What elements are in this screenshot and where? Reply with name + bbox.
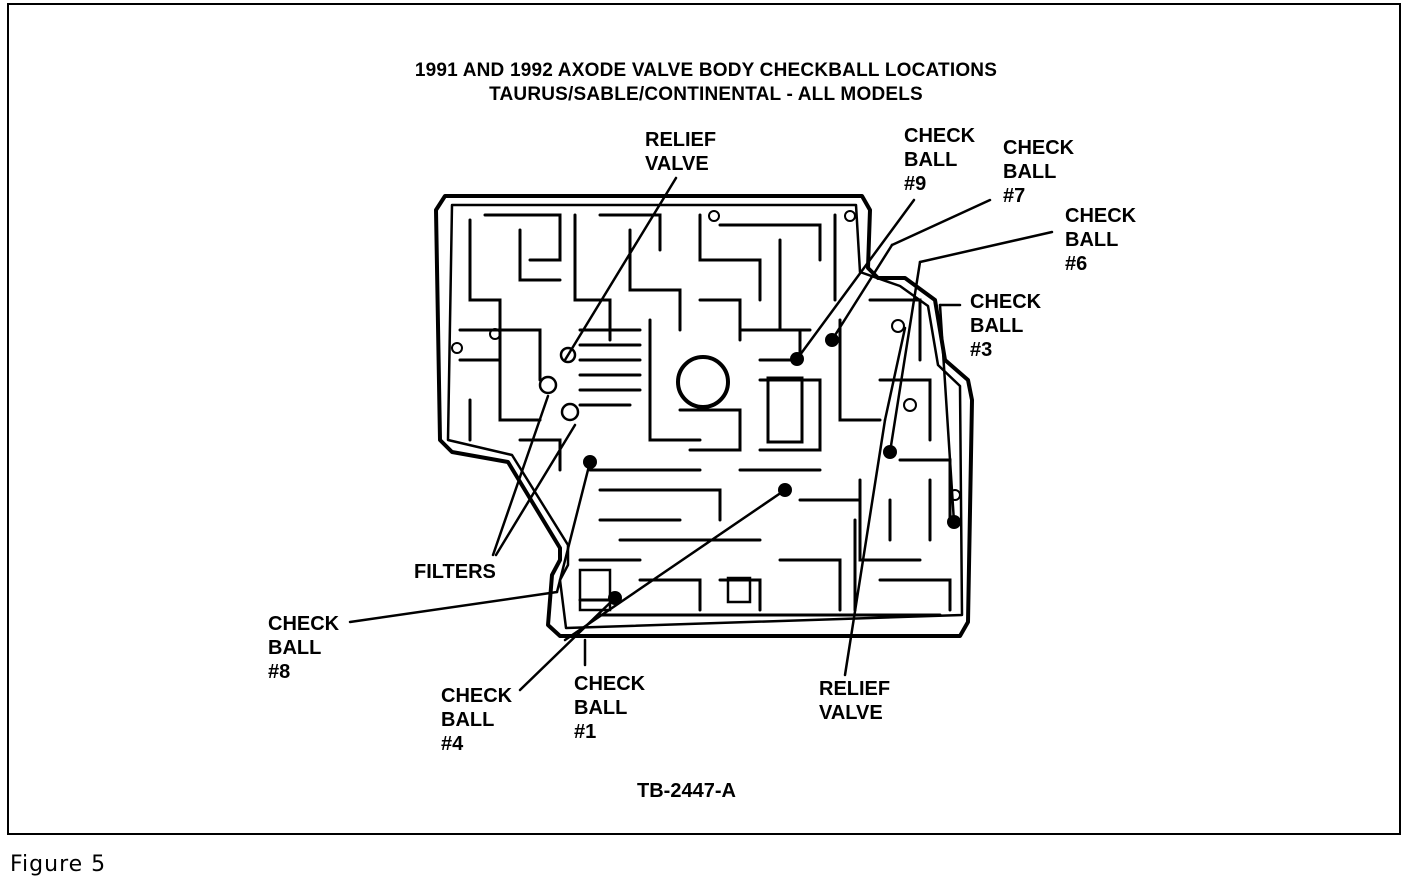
label-line: BALL xyxy=(1065,229,1119,251)
leader-check-ball-8b xyxy=(555,460,592,594)
leader-check-ball-7 xyxy=(890,198,992,247)
label-line: FILTERS xyxy=(414,561,496,583)
label-line: BALL xyxy=(970,315,1024,337)
figure-frame: 1991 AND 1992 AXODE VALVE BODY CHECKBALL… xyxy=(7,3,1401,835)
label-line: #4 xyxy=(441,733,464,755)
label-check-ball-1: CHECK BALL #1 xyxy=(574,672,645,744)
passage-slot xyxy=(578,568,612,612)
label-line: BALL xyxy=(904,149,958,171)
leader-check-ball-3b xyxy=(938,303,956,524)
passage-hole xyxy=(538,375,558,395)
label-line: #7 xyxy=(1003,185,1026,207)
leader-lines xyxy=(348,176,1054,692)
label-line: VALVE xyxy=(819,702,883,724)
passage-hole xyxy=(708,210,720,222)
leader-relief-valve-bottom xyxy=(843,418,887,677)
label-line: RELIEF xyxy=(819,678,891,700)
label-line: BALL xyxy=(441,709,495,731)
passage-hole xyxy=(559,346,577,364)
leader-relief-valve-top xyxy=(563,176,678,362)
passage-hole xyxy=(949,489,961,501)
passage-hole xyxy=(451,342,463,354)
label-line: RELIEF xyxy=(645,129,717,151)
label-line: VALVE xyxy=(645,153,709,175)
label-line: BALL xyxy=(1003,161,1057,183)
diagram-title: 1991 AND 1992 AXODE VALVE BODY CHECKBALL… xyxy=(414,60,998,81)
label-relief-valve-bottom: RELIEF VALVE xyxy=(819,677,890,725)
label-check-ball-3: CHECK BALL #3 xyxy=(970,290,1041,362)
passage-hole xyxy=(844,210,856,222)
leader-check-ball-4 xyxy=(518,596,617,692)
label-line: #3 xyxy=(970,339,993,361)
passage-slot xyxy=(766,376,804,444)
label-line: #8 xyxy=(268,661,291,683)
label-check-ball-8: CHECK BALL #8 xyxy=(268,612,339,684)
label-check-ball-9: CHECK BALL #9 xyxy=(904,124,975,196)
leader-filters-1 xyxy=(491,394,550,557)
leader-relief-valve-bottom-b xyxy=(883,326,907,422)
label-line: #9 xyxy=(904,173,927,195)
label-check-ball-6: CHECK BALL #6 xyxy=(1065,204,1136,276)
label-check-ball-4: CHECK BALL #4 xyxy=(441,684,512,756)
label-line: CHECK xyxy=(441,685,513,707)
label-line: #1 xyxy=(574,721,597,743)
label-line: BALL xyxy=(268,637,322,659)
label-check-ball-7: CHECK BALL #7 xyxy=(1003,136,1074,208)
leader-check-ball-8 xyxy=(348,590,559,624)
label-line: BALL xyxy=(574,697,628,719)
valve-body-passages xyxy=(458,213,952,617)
leader-check-ball-6b xyxy=(888,260,922,454)
leader-check-ball-9 xyxy=(795,198,916,361)
valve-body-outline xyxy=(434,194,974,638)
label-line: CHECK xyxy=(268,613,340,635)
accumulator-bore xyxy=(676,355,730,409)
label-line: CHECK xyxy=(970,291,1042,313)
passage-hole xyxy=(560,402,580,422)
passage-hole xyxy=(489,328,501,340)
passage-hole xyxy=(903,398,917,412)
label-line: #6 xyxy=(1065,253,1088,275)
label-line: CHECK xyxy=(574,673,646,695)
passage-slot xyxy=(726,576,752,604)
label-filters: FILTERS xyxy=(414,560,496,584)
label-line: CHECK xyxy=(1003,137,1075,159)
reference-code: TB-2447-A xyxy=(637,780,736,802)
figure-caption: Figure 5 xyxy=(10,852,107,877)
diagram-subtitle: TAURUS/SABLE/CONTINENTAL - ALL MODELS xyxy=(489,84,923,105)
leader-filters-2 xyxy=(494,423,577,557)
passage-hole xyxy=(891,319,905,333)
leader-check-ball-1b xyxy=(563,488,787,642)
leader-check-ball-6 xyxy=(918,230,1054,264)
label-line: CHECK xyxy=(1065,205,1137,227)
leader-check-ball-7b xyxy=(830,243,894,342)
label-line: CHECK xyxy=(904,125,976,147)
label-relief-valve-top: RELIEF VALVE xyxy=(645,128,716,176)
